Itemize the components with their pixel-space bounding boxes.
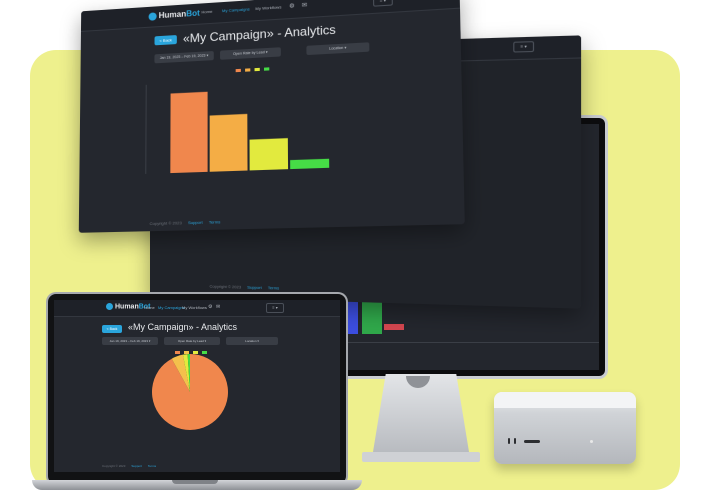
app-logo[interactable]: HumanBot <box>106 303 150 310</box>
monitor-chart-bar <box>384 324 404 330</box>
monitor-stand <box>372 374 470 458</box>
logo-text-accent: Bot <box>186 8 200 19</box>
legend-swatch <box>245 68 251 72</box>
desktop-computer <box>494 392 636 464</box>
notifications-icon[interactable]: ✉ <box>301 2 308 10</box>
bar-B[interactable] <box>209 113 248 172</box>
settings-icon[interactable]: ⚙ <box>289 3 295 10</box>
logo-icon <box>106 303 113 310</box>
logo-text-accent: Bot <box>138 303 151 311</box>
bar-chart <box>140 68 330 182</box>
back-button[interactable]: < Back <box>154 35 177 46</box>
power-led <box>590 440 593 443</box>
bar-C[interactable] <box>249 138 289 171</box>
logo-text: Human <box>158 9 187 21</box>
pie-slice-C[interactable] <box>182 354 190 392</box>
pie-chart <box>152 354 228 430</box>
footer-copyright: Copyright © 2023 <box>209 283 242 290</box>
pie-slice-D[interactable] <box>187 354 190 392</box>
monitor-divider <box>336 342 599 343</box>
monitor-chart-bar <box>346 296 358 334</box>
logo-text: Human <box>115 303 139 311</box>
laptop-footer: Copyright © 2023 Support Terms <box>102 464 156 468</box>
back-footer: Copyright © 2023 Support Terms <box>210 284 280 291</box>
laptop-nav-bar: HumanBot Home My Campaigns My Workflows … <box>54 300 340 317</box>
legend-swatch <box>193 350 198 354</box>
legend-swatch <box>235 68 241 72</box>
front-app-screen: HumanBot Home My Campaigns My Workflows … <box>78 0 465 233</box>
footer-terms-link[interactable]: Terms <box>267 285 280 291</box>
app-logo[interactable]: HumanBot <box>148 8 200 21</box>
legend-swatch <box>175 350 180 354</box>
user-menu-button[interactable]: ≡ ▾ <box>372 0 393 7</box>
monitor-chart-bar <box>362 294 382 334</box>
back-button[interactable]: < Back <box>102 325 122 333</box>
footer-copyright: Copyright © 2023 <box>149 220 182 227</box>
nav-my-workflows[interactable]: My Workflows <box>255 4 282 12</box>
monitor-stand-cutout <box>406 376 430 388</box>
logo-icon <box>148 12 157 21</box>
nav-my-campaigns[interactable]: My Campaigns <box>222 6 250 14</box>
user-menu-button[interactable]: ≡ ▾ <box>513 41 535 53</box>
footer-support-link[interactable]: Support <box>247 284 262 291</box>
laptop-hinge-notch <box>172 480 218 484</box>
group-select[interactable]: Location ▾ <box>226 337 278 345</box>
nav-home[interactable]: Home <box>144 305 155 310</box>
monitor-foot <box>362 452 480 462</box>
bar-D[interactable] <box>290 158 330 170</box>
metric-select[interactable]: Open Rate by Lead ▾ <box>164 337 220 345</box>
settings-icon[interactable]: ⚙ <box>208 304 213 310</box>
date-range-select[interactable]: Jan 19, 2023 – Feb 19, 2023 ▾ <box>154 51 214 64</box>
footer-copyright: Copyright © 2023 <box>102 464 126 468</box>
nav-my-campaigns[interactable]: My Campaigns <box>158 305 185 310</box>
bar-A[interactable] <box>170 91 208 174</box>
notifications-icon[interactable]: ✉ <box>216 304 221 310</box>
chart-legend <box>172 350 208 354</box>
chart-legend <box>233 66 271 72</box>
usb-port <box>508 438 510 444</box>
front-footer: Copyright © 2023 Support Terms <box>150 219 221 226</box>
group-select[interactable]: Location ▾ <box>306 42 370 56</box>
sd-card-slot <box>524 440 540 443</box>
footer-terms-link[interactable]: Terms <box>147 464 157 468</box>
nav-my-workflows[interactable]: My Workflows <box>182 305 207 310</box>
footer-support-link[interactable]: Support <box>187 219 203 226</box>
date-range-select[interactable]: Jan 19, 2023 – Feb 19, 2023 ▾ <box>102 337 158 345</box>
page-title: «My Campaign» - Analytics <box>128 322 238 332</box>
legend-swatch <box>254 67 260 71</box>
metric-select[interactable]: Open Rate by Lead ▾ <box>219 47 281 60</box>
user-menu-button[interactable]: ≡ ▾ <box>266 303 284 313</box>
nav-home[interactable]: Home <box>201 8 213 15</box>
footer-support-link[interactable]: Support <box>131 464 142 468</box>
legend-swatch <box>184 350 189 354</box>
laptop-screen: HumanBot Home My Campaigns My Workflows … <box>54 300 340 472</box>
footer-terms-link[interactable]: Terms <box>208 219 221 225</box>
laptop-base <box>32 480 362 490</box>
desktop-computer-top <box>494 392 636 408</box>
legend-swatch <box>202 350 207 354</box>
page-title: «My Campaign» - Analytics <box>182 22 336 46</box>
laptop: HumanBot Home My Campaigns My Workflows … <box>48 294 346 484</box>
legend-swatch <box>264 67 270 71</box>
usb-port <box>514 438 516 444</box>
pie-slice-B[interactable] <box>171 354 190 392</box>
